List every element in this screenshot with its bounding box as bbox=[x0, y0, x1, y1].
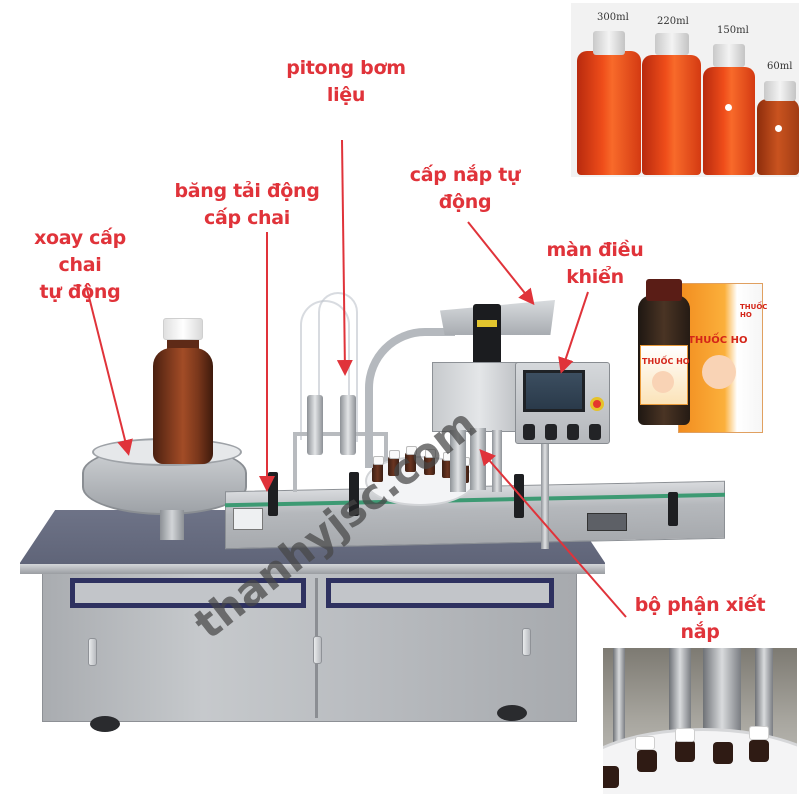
label-cap-feeder: cấp nắp tự động bbox=[409, 164, 521, 213]
cabinet-panel-left bbox=[70, 578, 306, 608]
filling-piston bbox=[340, 395, 356, 455]
label-capping-unit: bộ phận xiết nắp bbox=[634, 594, 766, 643]
box-side-brand-text: THUỐC HO bbox=[740, 303, 768, 319]
label-illustration bbox=[652, 371, 674, 393]
bottle-cap bbox=[655, 33, 689, 55]
inset-capping-closeup bbox=[603, 648, 797, 794]
bottle-cap bbox=[593, 31, 625, 55]
closeup-bottle bbox=[675, 740, 695, 762]
closeup-cap bbox=[675, 728, 695, 742]
machine-foot bbox=[90, 716, 120, 732]
control-knob[interactable] bbox=[589, 424, 601, 440]
conveyor-guide bbox=[668, 492, 678, 526]
inset-bottle-sizes: 300ml 220ml 150ml 60ml bbox=[571, 3, 799, 177]
capping-spindle bbox=[450, 430, 466, 492]
emergency-stop-button[interactable] bbox=[590, 397, 604, 411]
conveyor-guide bbox=[268, 472, 278, 516]
control-pole bbox=[541, 444, 549, 549]
door-handle bbox=[88, 638, 97, 666]
touch-screen[interactable] bbox=[523, 370, 585, 412]
turntable-stem bbox=[160, 510, 184, 540]
volume-label: 60ml bbox=[767, 61, 793, 72]
bottle-body bbox=[153, 348, 213, 464]
closeup-bottle bbox=[637, 750, 657, 772]
syrup-bottle-cap bbox=[646, 279, 682, 301]
motor-label bbox=[477, 320, 497, 327]
filler-tube bbox=[318, 292, 358, 442]
closeup-bottle bbox=[713, 742, 733, 764]
bottle-220ml bbox=[642, 55, 701, 175]
machine-foot bbox=[497, 705, 527, 721]
door-handle bbox=[522, 628, 531, 656]
label-bottle-turntable: xoay cấp chai tự động bbox=[34, 227, 126, 303]
closeup-rod bbox=[613, 648, 625, 758]
closeup-cap bbox=[749, 726, 769, 740]
arrow-cap-feeder bbox=[467, 221, 535, 306]
capping-head bbox=[432, 362, 527, 432]
bottle-cap bbox=[713, 44, 745, 67]
control-knob[interactable] bbox=[545, 424, 557, 440]
volume-label: 300ml bbox=[597, 12, 629, 23]
cap-feed-chute bbox=[365, 328, 455, 468]
table-edge bbox=[20, 564, 605, 574]
closeup-bottle bbox=[603, 766, 619, 788]
arrow-bottle-turntable bbox=[85, 284, 133, 456]
volume-label: 220ml bbox=[657, 16, 689, 27]
filling-piston bbox=[307, 395, 323, 455]
machine-nameplate bbox=[587, 513, 627, 531]
bottle-cap bbox=[764, 81, 796, 101]
bottle-brand-text: THUỐC HO bbox=[642, 357, 690, 366]
conveyor-guide bbox=[514, 474, 524, 518]
closeup-cap bbox=[635, 736, 655, 750]
capping-spindle bbox=[492, 430, 502, 492]
control-knob[interactable] bbox=[567, 424, 579, 440]
conveyor-switch bbox=[233, 508, 263, 530]
closeup-bottle bbox=[749, 740, 769, 762]
volume-label: 150ml bbox=[717, 25, 749, 36]
featured-amber-bottle bbox=[153, 318, 213, 464]
bottle-300ml bbox=[577, 51, 641, 175]
closeup-rod bbox=[755, 648, 773, 738]
control-knob[interactable] bbox=[523, 424, 535, 440]
conveyor-guide bbox=[349, 472, 359, 516]
label-bottle-conveyor: băng tải động cấp chai bbox=[174, 180, 320, 229]
bottle-150ml bbox=[703, 67, 755, 175]
bottle-highlight bbox=[775, 125, 782, 132]
bottle-highlight bbox=[725, 104, 732, 111]
bottle-60ml bbox=[757, 99, 799, 175]
closeup-spindle bbox=[669, 648, 691, 738]
label-filling-piston: pitong bơm liệu bbox=[286, 57, 406, 106]
inset-cough-syrup-product: THUỐC HO THUỐC HO THUỐC HO bbox=[630, 275, 770, 435]
cabinet-panel-right bbox=[326, 578, 554, 608]
bottle-cap bbox=[163, 318, 203, 340]
box-brand-text: THUỐC HO bbox=[688, 335, 748, 346]
cap-motor bbox=[473, 304, 501, 366]
door-handle bbox=[313, 636, 322, 664]
arrow-control-screen bbox=[558, 291, 589, 374]
label-control-screen: màn điều khiển bbox=[546, 239, 644, 288]
box-illustration bbox=[702, 355, 736, 389]
